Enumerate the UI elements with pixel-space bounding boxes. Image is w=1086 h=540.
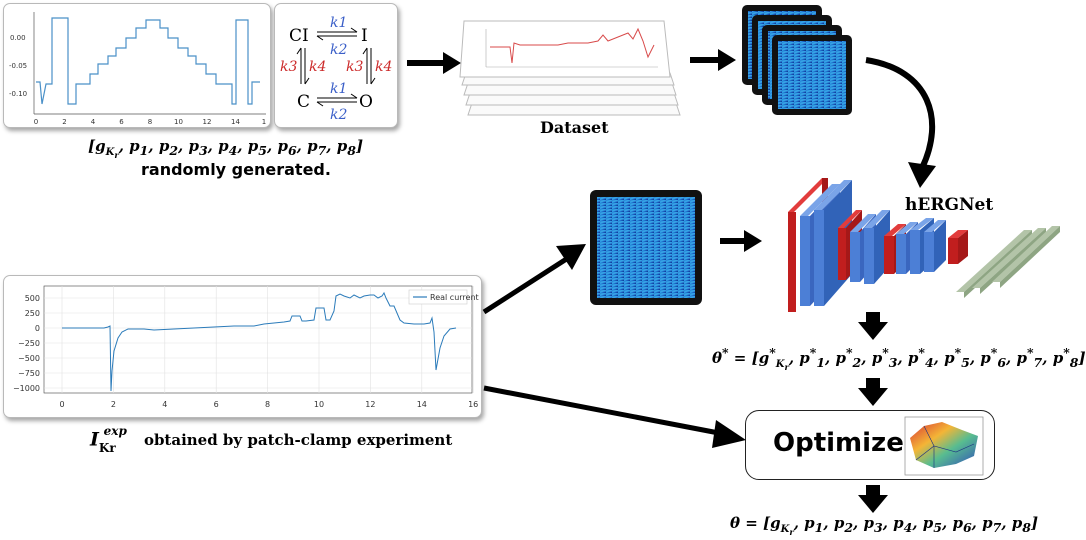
protocol-plot-panel: 0.00 -0.05 -0.10 0 2 4 6 8 10 12 14 1 — [3, 3, 271, 128]
experiment-spectrogram — [590, 190, 702, 305]
protocol-x-tick: 0 — [34, 118, 38, 126]
state-i: I — [361, 26, 368, 46]
rate-k1-bottom: k1 — [330, 81, 347, 97]
protocol-x-tick: 8 — [148, 118, 152, 126]
arrow-current-to-spectrogram — [482, 244, 586, 315]
protocol-x-tick: 4 — [91, 118, 96, 126]
arrow-to-dataset — [407, 52, 461, 74]
dataset-trace — [490, 27, 655, 64]
current-y-tick: −250 — [18, 339, 40, 348]
current-x-tick: 0 — [59, 400, 64, 409]
current-y-tick: 0 — [35, 324, 40, 333]
current-y-tick: 500 — [25, 294, 40, 303]
protocol-x-tick: 6 — [119, 118, 124, 126]
protocol-trace — [36, 17, 260, 105]
dataset-stack — [459, 20, 681, 116]
current-x-tick: 10 — [314, 400, 324, 409]
current-trace — [62, 291, 457, 392]
protocol-y-tick: 0.00 — [10, 34, 26, 42]
spectrogram-stack — [742, 5, 852, 115]
current-x-tick: 6 — [214, 400, 219, 409]
state-ci: CI — [289, 26, 309, 46]
current-x-tick: 12 — [365, 400, 375, 409]
random-caption: randomly generated. — [141, 160, 331, 179]
state-o: O — [359, 92, 373, 112]
dataset-label: Dataset — [540, 118, 609, 137]
markov-model-panel: CI I C O k1 k2 k1 — [274, 3, 398, 128]
rate-k1-top: k1 — [330, 15, 347, 31]
markov-model-diagram: CI I C O k1 k2 k1 — [280, 15, 392, 123]
legend-label: Real current — [430, 293, 479, 302]
arrow-to-theta-star — [858, 312, 888, 340]
cnn-architecture — [788, 178, 1060, 312]
real-current-plot: 500 250 0 −250 −500 −750 −1000 0 2 4 6 8 10 12 14 16 R… — [13, 285, 479, 409]
arrow-to-optimizer — [858, 378, 888, 406]
current-y-tick: 250 — [25, 309, 40, 318]
current-x-tick: 14 — [417, 400, 427, 409]
current-x-tick: 2 — [111, 400, 116, 409]
experiment-caption: obtained by patch-clamp experiment — [143, 431, 453, 450]
random-params-formula: [gKr, p1, p2, p3, p4, p5, p6, p7, p8] — [88, 137, 364, 160]
rate-k3-right: k3 — [346, 59, 363, 75]
current-x-tick: 4 — [162, 400, 167, 409]
state-c: C — [297, 92, 310, 112]
protocol-y-tick: -0.05 — [9, 62, 27, 70]
arrow-to-network — [720, 230, 762, 252]
arrow-current-to-optimizer — [483, 385, 746, 448]
optimizer-surface-icon — [904, 416, 984, 476]
rate-k4-right: k4 — [375, 59, 392, 75]
current-x-tick: 8 — [265, 400, 270, 409]
protocol-x-tick: 10 — [174, 118, 183, 126]
protocol-y-tick: -0.10 — [9, 90, 27, 98]
optimizer-box: Optimizer — [745, 410, 995, 480]
network-label: hERGNet — [905, 195, 994, 215]
protocol-x-tick: 1 — [262, 118, 266, 126]
rate-k2-top: k2 — [330, 42, 347, 58]
theta-star-formula: θ* = [g*Kr, p*1, p*2, p*3, p*4, p*5, p*6… — [712, 345, 1086, 372]
curved-arrow-to-network — [865, 57, 936, 188]
protocol-x-tick: 2 — [62, 118, 66, 126]
real-current-panel: 500 250 0 −250 −500 −750 −1000 0 2 4 6 8 10 12 14 16 R… — [3, 275, 482, 418]
arrow-to-theta — [858, 485, 888, 513]
theta-formula: θ = [gKr, p1, p2, p3, p4, p5, p6, p7, p8… — [730, 514, 1039, 537]
current-y-tick: −500 — [18, 354, 40, 363]
optimizer-label: Optimizer — [773, 428, 917, 458]
current-x-tick: 16 — [468, 400, 478, 409]
experiment-caption-row: IKrexp obtained by patch-clamp experimen… — [90, 424, 453, 455]
arrow-to-images — [690, 49, 736, 71]
rate-k3-left: k3 — [280, 59, 297, 75]
current-y-tick: −750 — [18, 369, 40, 378]
current-y-tick: −1000 — [13, 384, 40, 393]
rate-k4-left: k4 — [309, 59, 326, 75]
rate-k2-bottom: k2 — [330, 107, 347, 123]
protocol-x-tick: 12 — [203, 118, 212, 126]
protocol-x-tick: 14 — [231, 118, 240, 126]
protocol-plot: 0.00 -0.05 -0.10 0 2 4 6 8 10 12 14 1 — [9, 12, 266, 126]
